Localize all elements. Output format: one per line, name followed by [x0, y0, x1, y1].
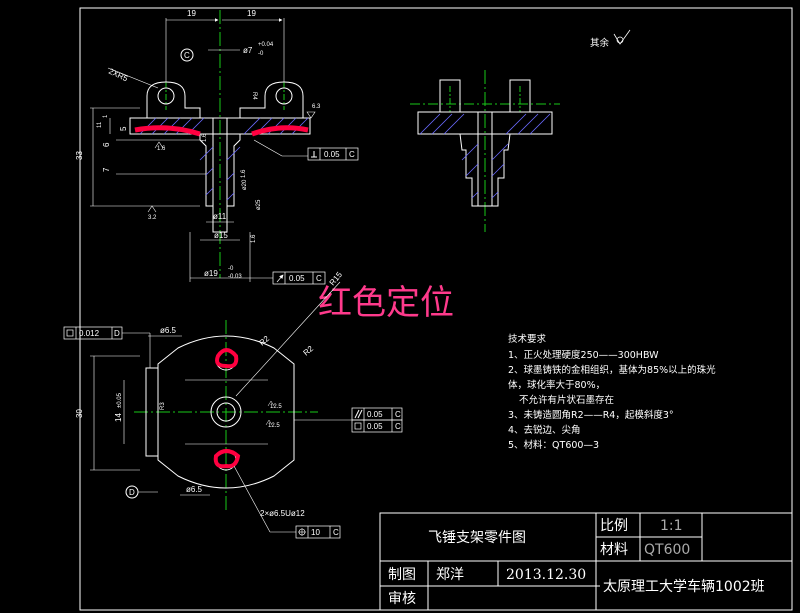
title-block [379, 512, 793, 611]
red-annotation: 红色定位 [318, 283, 454, 323]
dim-h11: 11 [97, 121, 103, 128]
dim-h14: 14 [114, 413, 123, 422]
dim-h6: 6 [102, 142, 111, 147]
drawn-label: 制图 [388, 567, 416, 583]
dim-h7: 7 [102, 167, 111, 172]
dim-d65-top: ø6.5 [160, 326, 177, 335]
dim-r63: 6.3 [312, 104, 321, 110]
dim-bore-tol-upper: +0.04 [258, 42, 274, 48]
dim-w-right: 19 [247, 9, 256, 18]
datum-c: C [184, 51, 190, 60]
dim-d65-bot: ø6.5 [186, 485, 203, 494]
tech-title: 技术要求 [508, 333, 547, 345]
dim-w-left: 19 [187, 9, 196, 18]
dim-bore: ø7 [243, 46, 253, 55]
check-label: 审核 [388, 591, 416, 607]
dim-h-tol: ±0.05 [117, 392, 123, 408]
dim-d11: ø11 [213, 212, 227, 221]
tech-item-5: 3、未铸造圆角R2——R4，起模斜度3° [508, 409, 674, 421]
rough-16d: 1.6 [202, 133, 208, 142]
par-value: 0.05 [367, 410, 383, 419]
dim-d15: ø15 [214, 231, 228, 240]
flat-tol: 0.012 [79, 329, 100, 338]
roughness-icon [613, 29, 631, 45]
dim-bore-tol-lower: -0 [258, 51, 264, 57]
dim-d25: ø25 [256, 199, 262, 210]
rough-16c: 1.6 [251, 234, 257, 243]
runout-value: 0.05 [289, 274, 305, 283]
date: 2013.12.30 [506, 567, 586, 583]
surface-mark-label: 其余 [590, 37, 610, 49]
tech-item-7: 5、材料：QT600—3 [508, 439, 599, 451]
flat2-ref: C [395, 422, 401, 431]
dim-h30: 30 [75, 409, 84, 418]
dim-v125-a: 12.5 [270, 404, 282, 410]
rough-16a: 1.6 [157, 146, 166, 152]
dim-r2-b: R2 [302, 344, 316, 358]
side-view [410, 70, 560, 232]
rough-32: 3.2 [148, 215, 157, 221]
org: 太原理工大学车辆1002班 [603, 578, 765, 595]
dim-d20: ø20 [242, 179, 248, 190]
perp-value: 0.05 [324, 150, 340, 159]
pos-ref: C [333, 528, 339, 537]
rough-16b: 1.6 [241, 169, 247, 178]
tech-item-6: 4、去锐边、尖角 [508, 424, 581, 436]
material-label: 材料 [600, 542, 628, 558]
dim-h-plate: 5 [119, 126, 128, 131]
dim-h1: 1 [103, 114, 109, 118]
runout-ref: C [316, 274, 322, 283]
front-section-view: 19 19 2XR5 C ø7 +0.04 -0 R4 6.3 33 5 7 6… [75, 9, 359, 285]
drawn-by: 郑洋 [436, 567, 464, 583]
flat2-value: 0.05 [367, 422, 383, 431]
tech-item-1: 1、正火处理硬度250——300HBW [508, 349, 659, 361]
dim-r4: R4 [251, 92, 257, 100]
scale-value: 1:1 [660, 518, 683, 534]
dim-d19-tol-upper: -0 [228, 266, 234, 272]
dim-v125-b: 12.5 [268, 423, 280, 429]
tech-item-4: 不允许有片状石墨存在 [519, 394, 614, 406]
perp-ref: C [349, 150, 355, 159]
material-value: QT600 [644, 542, 690, 558]
flat-ref: D [114, 329, 120, 338]
holes-spec: 2×ø6.5Uø12 [260, 509, 305, 518]
dim-d19: ø19 [204, 269, 218, 278]
tech-item-2: 2、球墨铸铁的金相组织，基体为85%以上的珠光 [508, 364, 716, 376]
par-ref: C [395, 410, 401, 419]
dim-r3: R3 [160, 402, 166, 410]
dim-h-total: 33 [75, 151, 84, 160]
scale-label: 比例 [600, 518, 628, 534]
datum-d: D [129, 488, 135, 497]
tech-requirements: 技术要求 1、正火处理硬度250——300HBW 2、球墨铸铁的金相组织，基体为… [508, 333, 716, 451]
tech-item-3: 体，球化率大于80%， [508, 379, 605, 391]
pos-value: 10 [311, 528, 320, 537]
dim-d19-tol-lower: -0.03 [228, 274, 242, 280]
part-name: 飞锤支架零件图 [428, 530, 526, 546]
